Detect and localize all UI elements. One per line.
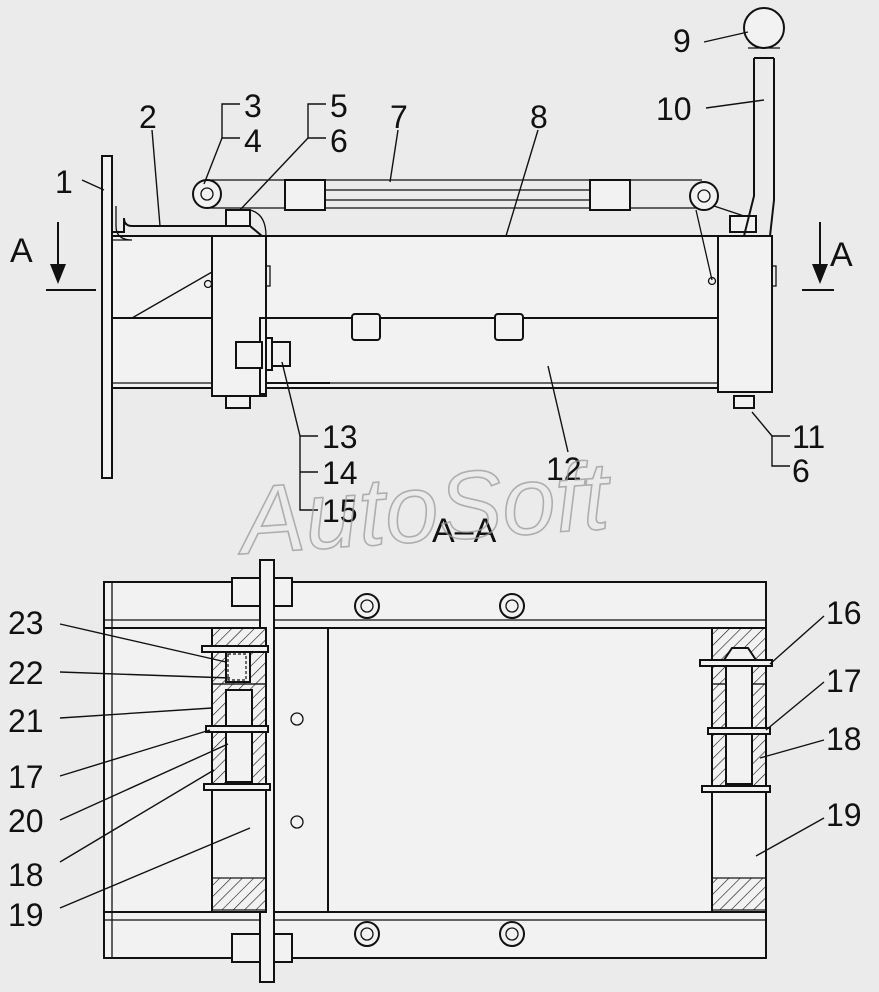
callout-7: 7 <box>390 99 408 135</box>
callout-5: 5 <box>330 88 348 124</box>
callout-11: 11 <box>792 419 825 455</box>
section-view <box>103 559 773 983</box>
callout-10: 10 <box>656 91 692 127</box>
callout-labels: 1 2 3 4 5 6 7 8 9 10 11 6 12 13 14 15 23… <box>8 23 862 933</box>
section-title: A–A <box>432 512 497 550</box>
mounting-plate <box>101 155 113 479</box>
callout-6-top: 6 <box>330 123 348 159</box>
callout-2: 2 <box>139 99 157 135</box>
callout-18-left: 18 <box>8 857 44 893</box>
left-block <box>211 235 267 397</box>
callout-4: 4 <box>244 123 262 159</box>
callout-23: 23 <box>8 605 44 641</box>
callout-19-left: 19 <box>8 897 44 933</box>
callout-21: 21 <box>8 703 44 739</box>
callout-14: 14 <box>322 455 358 491</box>
callout-9: 9 <box>673 23 691 59</box>
callout-17-left: 17 <box>8 759 44 795</box>
lever-knob <box>743 7 785 49</box>
callout-12: 12 <box>546 451 582 487</box>
callout-16: 16 <box>826 595 862 631</box>
callout-19-right: 19 <box>826 797 862 833</box>
section-mark-left: A <box>10 232 33 270</box>
right-block <box>717 235 773 393</box>
watermark: AutoSoft <box>232 442 615 575</box>
callout-8: 8 <box>530 99 548 135</box>
top-view <box>46 7 834 479</box>
section-mark-right: A <box>830 236 853 274</box>
section-frame <box>103 581 767 959</box>
callout-22: 22 <box>8 655 44 691</box>
callout-15: 15 <box>322 493 358 529</box>
callout-20: 20 <box>8 803 44 839</box>
callout-18-right: 18 <box>826 721 862 757</box>
callout-3: 3 <box>244 88 262 124</box>
callout-1: 1 <box>55 164 73 200</box>
callout-6-bottom: 6 <box>792 453 810 489</box>
leader-lines <box>59 31 825 909</box>
callout-17-right: 17 <box>826 663 862 699</box>
callout-13: 13 <box>322 419 358 455</box>
